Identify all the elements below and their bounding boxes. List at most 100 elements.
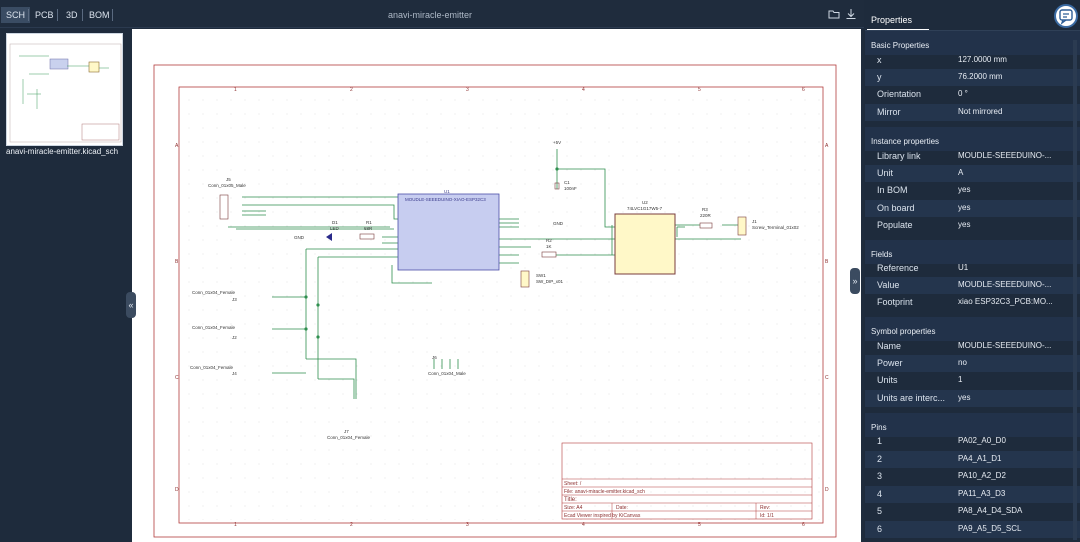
prop-key: x: [877, 55, 882, 65]
title-sheet: Sheet: /: [564, 481, 582, 487]
title-size: Size: A4: [564, 505, 583, 511]
r2-ref: R2: [546, 238, 552, 243]
j1-value: Screw_Terminal_01x02: [752, 225, 799, 230]
prop-value: yes: [958, 203, 971, 212]
section-basic-properties[interactable]: Basic Properties: [865, 31, 1080, 55]
section-title: Fields: [871, 250, 893, 259]
j5-ref: J5: [226, 177, 231, 182]
u1-value: MOUDLE-SEEEDUINO-XIAO-ESP32C3: [405, 197, 486, 202]
title-date: Date:: [616, 505, 628, 511]
sw1-symbol[interactable]: [520, 270, 530, 288]
prop-key: Name: [877, 341, 902, 351]
u2-ref: U2: [642, 200, 648, 205]
pin-number: 1: [877, 436, 883, 446]
prop-value: yes: [958, 220, 971, 229]
j5-symbol[interactable]: [219, 194, 229, 220]
tab-3d[interactable]: 3D: [66, 10, 78, 20]
row-label: A: [175, 143, 179, 149]
j7-value: Conn_01x04_Female: [327, 435, 371, 440]
prop-value: 0 °: [958, 89, 968, 98]
j2-value: Conn_01x04_Female: [192, 325, 236, 330]
j1-ref: J1: [752, 219, 757, 224]
prop-value: MOUDLE-SEEEDUINO-...: [958, 341, 1052, 350]
section-pins[interactable]: Pins: [865, 413, 1080, 437]
r2-symbol[interactable]: [541, 251, 557, 258]
r3-ref: R3: [702, 207, 708, 212]
d1-value: LED: [330, 226, 340, 231]
prop-value: Not mirrored: [958, 107, 1003, 116]
j2-ref: J2: [232, 335, 237, 340]
u1-symbol[interactable]: [397, 193, 500, 271]
section-title: Basic Properties: [871, 41, 930, 50]
download-icon[interactable]: [845, 8, 857, 20]
chat-icon[interactable]: [1054, 4, 1078, 28]
column-label: 3: [466, 87, 469, 93]
j1-symbol[interactable]: [737, 216, 747, 236]
tab-bom[interactable]: BOM: [89, 10, 110, 20]
pin-number: 5: [877, 506, 883, 516]
pin-number: 6: [877, 524, 883, 534]
row-label: A: [825, 143, 829, 149]
title-block: Sheet: / File: anavi-miracle-emitter.kic…: [561, 442, 813, 520]
net-gnd: GND: [553, 221, 564, 226]
top-toolbar: SCH PCB 3D BOM anavi-miracle-emitter: [0, 0, 864, 28]
title-title: Title:: [564, 497, 577, 503]
prop-key: Orientation: [877, 89, 922, 99]
scrollbar[interactable]: [1073, 40, 1077, 540]
tab-divider: [82, 9, 83, 21]
d1-symbol[interactable]: [326, 233, 332, 241]
pin-number: 4: [877, 489, 883, 499]
column-label: 6: [802, 522, 805, 528]
divider: [865, 30, 1080, 31]
sw1-ref: SW1: [536, 273, 546, 278]
prop-key: Footprint: [877, 297, 913, 307]
prop-value: MOUDLE-SEEEDUINO-...: [958, 151, 1052, 160]
u2-symbol[interactable]: [614, 213, 676, 275]
pin-name: PA02_A0_D0: [958, 436, 1006, 445]
prop-key: On board: [877, 203, 915, 213]
section-title: Instance properties: [871, 137, 940, 146]
r3-symbol[interactable]: [699, 222, 713, 229]
d1-ref: D1: [332, 220, 338, 225]
tab-pcb[interactable]: PCB: [35, 10, 54, 20]
title-id: Id: 1/1: [760, 513, 774, 519]
schematic-sheet[interactable]: 1 2 3 4 5 6 1 2 3 4 5 6 A B C D A B C D: [132, 29, 861, 542]
j4-ref: J4: [232, 371, 237, 376]
collapse-left-icon[interactable]: «: [126, 292, 136, 318]
pin-name: PA11_A3_D3: [958, 489, 1006, 498]
tab-divider: [57, 9, 58, 21]
pin-number: 3: [877, 471, 883, 481]
row-label: B: [175, 259, 179, 265]
prop-key: Reference: [877, 263, 919, 273]
section-title: Pins: [871, 423, 887, 432]
schematic-canvas[interactable]: 1 2 3 4 5 6 1 2 3 4 5 6 A B C D A B C D: [126, 28, 864, 542]
pin-number: 2: [877, 454, 883, 464]
row-label: C: [825, 375, 829, 381]
prop-value: no: [958, 358, 967, 367]
folder-icon[interactable]: [828, 8, 840, 20]
sheet-border-outer: [153, 64, 837, 538]
pin-name: PA4_A1_D1: [958, 454, 1002, 463]
tab-divider: [28, 9, 29, 21]
column-label: 5: [698, 522, 701, 528]
collapse-right-icon[interactable]: »: [850, 268, 860, 294]
u1-ref: U1: [444, 189, 450, 194]
title-file: File: anavi-miracle-emitter.kicad_sch: [564, 489, 645, 495]
section-fields[interactable]: Fields: [865, 240, 1080, 264]
pin-name: PA9_A5_D5_SCL: [958, 524, 1022, 533]
sheet-thumbnail[interactable]: [6, 33, 123, 146]
j7-ref: J7: [344, 429, 349, 434]
sheet-border-inner: [178, 86, 824, 524]
tab-sch[interactable]: SCH: [1, 7, 31, 23]
sheet-sidebar: anavi-miracle-emitter.kicad_sch: [0, 28, 130, 542]
tab-divider: [112, 9, 113, 21]
section-symbol-properties[interactable]: Symbol properties: [865, 317, 1080, 341]
prop-value: yes: [958, 393, 971, 402]
prop-key: In BOM: [877, 185, 908, 195]
c1-symbol[interactable]: [554, 182, 560, 190]
grid-dots: [182, 92, 820, 520]
section-instance-properties[interactable]: Instance properties: [865, 127, 1080, 151]
r2-value: 1K: [546, 244, 552, 249]
prop-value: A: [958, 168, 964, 177]
r1-symbol[interactable]: [359, 233, 375, 240]
